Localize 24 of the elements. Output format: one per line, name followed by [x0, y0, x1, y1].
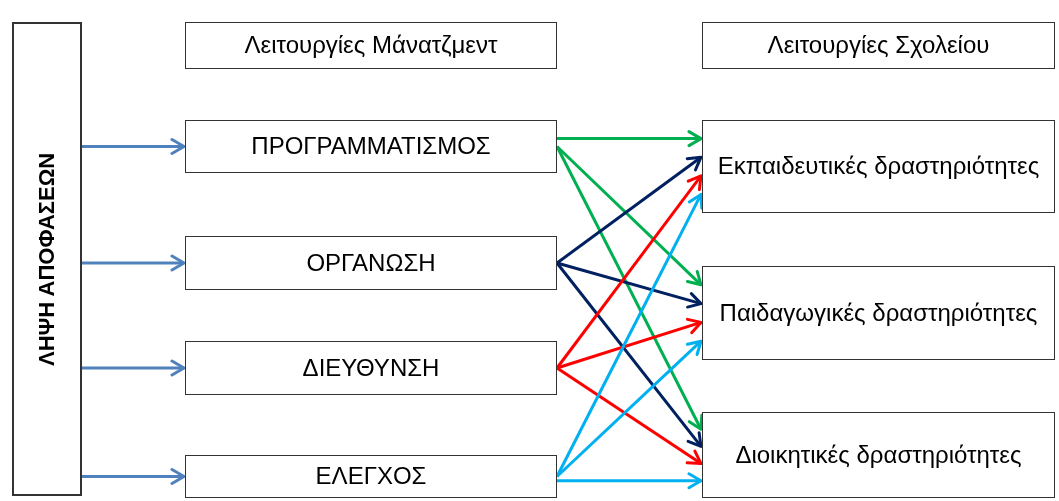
column-header: Λειτουργίες Μάνατζμεντ — [185, 22, 557, 69]
function-box: ΠΡΟΓΡΑΜΜΑΤΙΣΜΟΣ — [185, 120, 557, 173]
arrow — [556, 261, 703, 309]
arrow — [557, 130, 703, 148]
arrow — [556, 366, 703, 466]
function-box: Εκπαιδευτικές δραστηριότητες — [702, 120, 1055, 213]
arrow — [555, 262, 703, 448]
arrow — [82, 359, 186, 377]
column-header: Λειτουργίες Σχολείου — [702, 22, 1055, 69]
arrow — [82, 138, 186, 155]
function-box: ΕΛΕΓΧΟΣ — [185, 455, 557, 498]
function-box: Διοικητικές δραστηριότητες — [702, 412, 1055, 498]
arrow — [555, 145, 704, 431]
decision-box: ΛΗΨΗ ΑΠΟΦΑΣΕΩΝ — [12, 22, 82, 496]
arrow — [555, 174, 703, 369]
function-box: Παιδαγωγικές δραστηριότητες — [702, 266, 1055, 360]
arrow — [556, 155, 703, 265]
arrow — [82, 254, 186, 272]
arrow — [82, 468, 186, 485]
function-box: ΟΡΓΑΝΩΣΗ — [185, 236, 557, 290]
arrow — [555, 339, 703, 478]
arrow — [556, 317, 703, 370]
function-box: ΔΙΕΥΘΥΝΣΗ — [185, 341, 557, 395]
arrow — [557, 472, 703, 490]
